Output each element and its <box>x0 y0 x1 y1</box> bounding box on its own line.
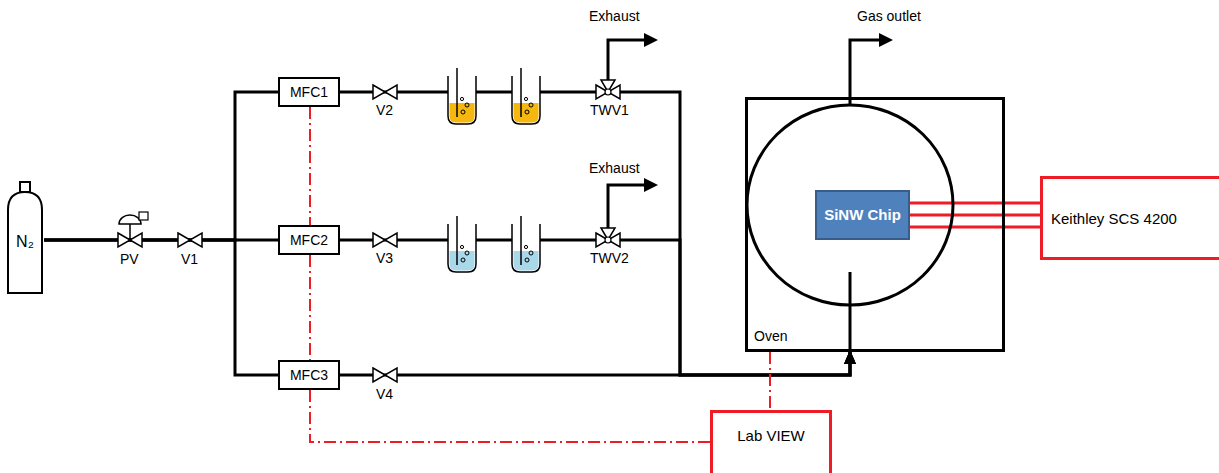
node-label: SiNW Chip <box>824 206 901 224</box>
node-label: Oven <box>754 328 787 344</box>
mass-flow-controller: MFC2 <box>278 225 340 255</box>
valve-symbol <box>178 233 202 247</box>
sensor-chip: SiNW Chip <box>815 190 910 240</box>
three-way-valve <box>596 228 620 247</box>
part-label: Exhaust <box>589 160 640 176</box>
signal-wires <box>910 203 1040 227</box>
part-label: V4 <box>376 386 393 402</box>
node-label: MFC2 <box>290 232 328 248</box>
gas-line <box>44 92 278 240</box>
exhaust-pipe <box>608 185 645 230</box>
part-label: Gas outlet <box>857 8 921 24</box>
exhaust-arrow <box>644 33 658 47</box>
node-label: N₂ <box>16 233 34 251</box>
part-label: PV <box>120 251 139 267</box>
bubbler <box>448 68 476 124</box>
bubbler <box>448 216 476 272</box>
node-label: MFC3 <box>290 367 328 383</box>
gas-cylinder: N₂ <box>6 180 44 295</box>
part-label: V1 <box>181 251 198 267</box>
oven-box: Oven SiNW Chip <box>745 97 1005 352</box>
valve-symbol <box>373 368 397 382</box>
mass-flow-controller: MFC3 <box>278 360 340 390</box>
inlet-pipe <box>849 272 852 352</box>
part-label: V3 <box>376 250 393 266</box>
gas-line <box>44 240 278 375</box>
node-label: MFC1 <box>290 84 328 100</box>
outlet-arrow <box>879 33 893 47</box>
exhaust-arrow <box>644 178 658 192</box>
control-line <box>310 255 311 360</box>
node-label: Keithley SCS 4200 <box>1051 210 1177 227</box>
bubbler <box>512 216 540 272</box>
source-meter: Keithley SCS 4200 <box>1040 176 1219 260</box>
gas-line <box>340 240 850 375</box>
bubbler <box>512 68 540 124</box>
part-label: TWV2 <box>590 250 629 266</box>
three-way-valve <box>596 80 620 99</box>
valve-symbol <box>373 85 397 99</box>
exhaust-pipe <box>608 40 645 82</box>
control-software: Lab VIEW <box>710 410 832 473</box>
valve-symbol <box>373 233 397 247</box>
gas-line <box>340 352 850 375</box>
outlet-pipe <box>850 40 880 105</box>
part-label: V2 <box>376 102 393 118</box>
control-line <box>310 390 710 442</box>
part-label: Exhaust <box>589 8 640 24</box>
part-label: TWV1 <box>590 102 629 118</box>
gas-line <box>340 92 850 375</box>
mass-flow-controller: MFC1 <box>278 77 340 107</box>
pressure-valve <box>118 212 148 247</box>
node-label: Lab VIEW <box>737 427 805 444</box>
control-line <box>770 352 771 410</box>
control-line <box>310 107 311 225</box>
